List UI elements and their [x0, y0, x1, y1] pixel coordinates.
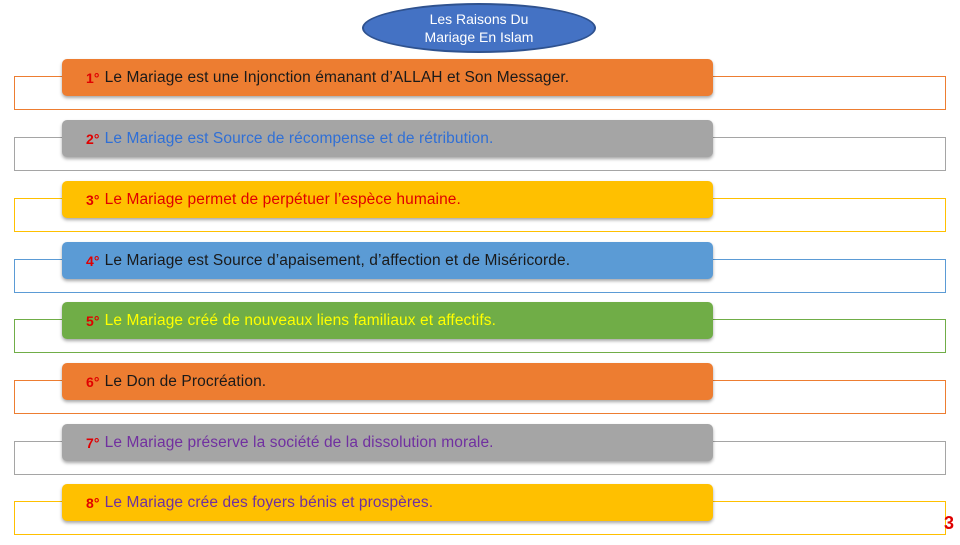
reason-bar: 8° Le Mariage crée des foyers bénis et p… [62, 484, 713, 521]
slide-number: 3 [943, 513, 954, 533]
reason-number: 5° [86, 312, 100, 329]
reason-number: 6° [86, 373, 100, 390]
reason-number: 3° [86, 191, 100, 208]
reason-number: 2° [86, 130, 100, 147]
reason-bar: 2° Le Mariage est Source de récompense e… [62, 120, 713, 157]
reason-number: 4° [86, 252, 100, 269]
reason-row: 5° Le Mariage créé de nouveaux liens fam… [0, 302, 960, 363]
reason-bar: 3° Le Mariage permet de perpétuer l’espè… [62, 181, 713, 218]
title-line-1: Les Raisons Du [429, 11, 529, 27]
reason-row: 7° Le Mariage préserve la société de la … [0, 424, 960, 485]
reason-bar: 5° Le Mariage créé de nouveaux liens fam… [62, 302, 713, 339]
reason-row: 6° Le Don de Procréation. [0, 363, 960, 424]
title-ellipse: Les Raisons Du Mariage En Islam [362, 3, 596, 53]
reason-number: 7° [86, 434, 100, 451]
reason-text: Le Mariage créé de nouveaux liens famili… [104, 311, 496, 329]
reason-bar: 7° Le Mariage préserve la société de la … [62, 424, 713, 461]
reason-bar: 1° Le Mariage est une Injonction émanant… [62, 59, 713, 96]
reason-text: Le Mariage est Source de récompense et d… [104, 129, 494, 147]
reason-text: Le Mariage permet de perpétuer l’espèce … [104, 190, 461, 208]
reason-text: Le Mariage crée des foyers bénis et pros… [104, 493, 434, 511]
reason-row: 3° Le Mariage permet de perpétuer l’espè… [0, 181, 960, 242]
reason-bar: 4° Le Mariage est Source d’apaisement, d… [62, 242, 713, 279]
reason-number: 8° [86, 494, 100, 511]
reason-row: 2° Le Mariage est Source de récompense e… [0, 120, 960, 181]
reason-text: Le Mariage est Source d’apaisement, d’af… [104, 251, 571, 269]
reason-text: Le Mariage préserve la société de la dis… [104, 433, 494, 451]
reason-row: 4° Le Mariage est Source d’apaisement, d… [0, 242, 960, 303]
reason-text: Le Don de Procréation. [104, 372, 267, 390]
reason-number: 1° [86, 69, 100, 86]
reason-bar: 6° Le Don de Procréation. [62, 363, 713, 400]
reason-text: Le Mariage est une Injonction émanant d’… [104, 68, 570, 86]
title-line-2: Mariage En Islam [424, 29, 534, 45]
reason-row: 1° Le Mariage est une Injonction émanant… [0, 59, 960, 120]
reason-row: 8° Le Mariage crée des foyers bénis et p… [0, 484, 960, 545]
